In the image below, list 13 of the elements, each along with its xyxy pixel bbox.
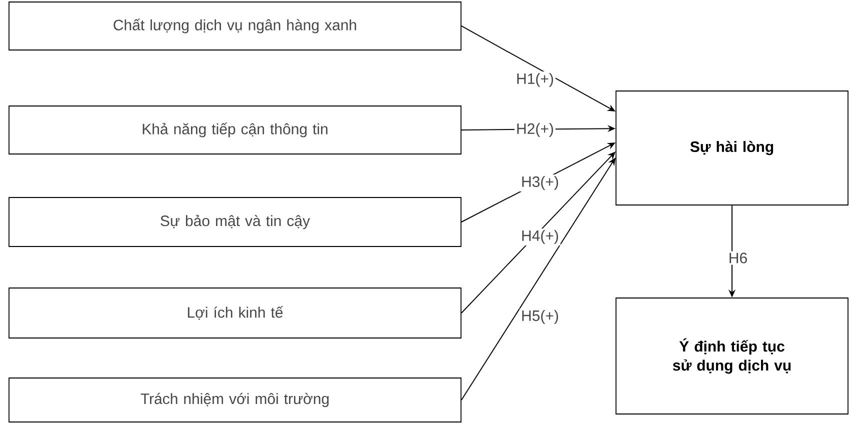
edge-label: H1(+) — [514, 72, 556, 88]
factor-box: Lợi ích kinh tế — [8, 288, 462, 338]
result-box: Ý định tiếp tục sử dụng dịch vụ — [616, 298, 848, 414]
factor-box: Sự bảo mật và tin cậy — [8, 197, 462, 247]
factor-box: Trách nhiệm với môi trường — [8, 378, 462, 422]
edge-label: H6 — [726, 251, 750, 265]
factor-box: Chất lượng dịch vụ ngân hàng xanh — [8, 2, 462, 50]
factor-box: Khả năng tiếp cận thông tin — [8, 106, 462, 154]
edge-label: H5(+) — [520, 308, 560, 326]
result-box: Sự hài lòng — [616, 90, 848, 206]
edge-label: H2(+) — [514, 122, 556, 138]
edge-label: H3(+) — [520, 174, 560, 192]
edge-label: H4(+) — [520, 228, 560, 246]
